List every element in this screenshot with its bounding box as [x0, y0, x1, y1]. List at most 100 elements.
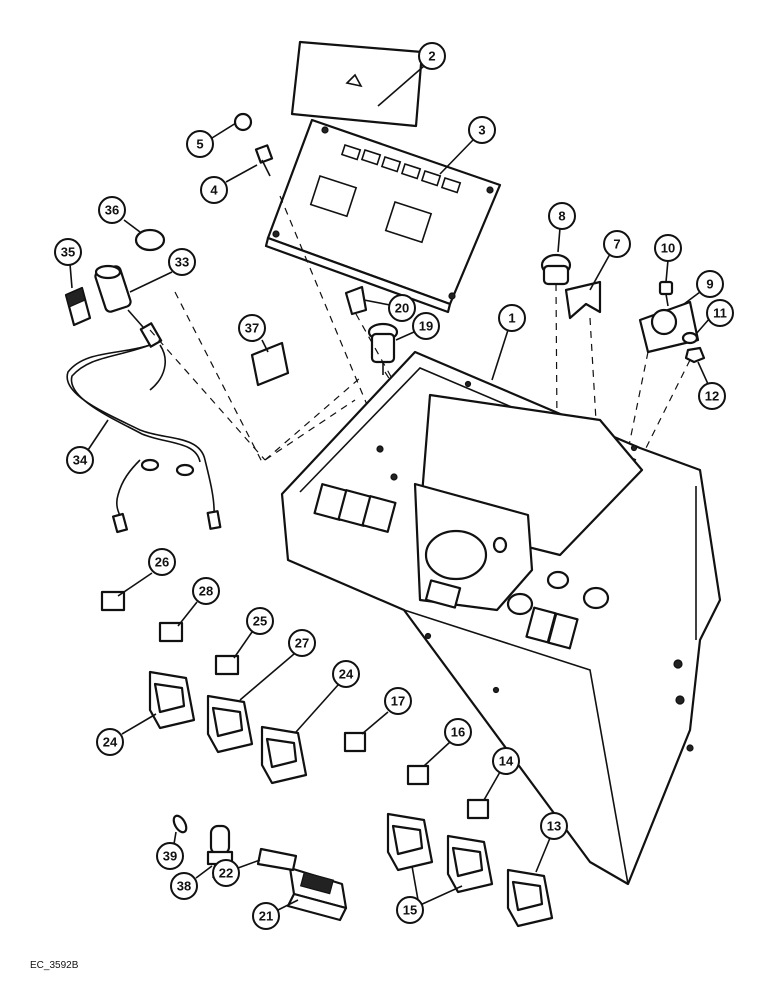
callout-label: 20: [395, 301, 409, 316]
washer-part: [681, 331, 699, 345]
knob-part: [540, 253, 572, 286]
screw-part: [658, 280, 674, 307]
callout: 5: [186, 122, 237, 158]
connector-part: [367, 322, 399, 375]
callout: 8: [548, 202, 576, 253]
callout-label: 10: [661, 241, 675, 256]
callout: 9: [683, 270, 724, 305]
decal-part: [290, 40, 424, 128]
decal-part: [250, 341, 290, 387]
callout: 15: [396, 865, 463, 924]
callout-label: 9: [706, 277, 713, 292]
callout: 26: [117, 548, 176, 597]
callout: 27: [239, 629, 316, 701]
callout: 17: [361, 687, 412, 735]
rocker-switch-part: [260, 725, 308, 785]
callout: 21: [252, 899, 299, 930]
cap-part: [233, 112, 253, 132]
callout-label: 38: [177, 879, 191, 894]
callout: 37: [238, 314, 269, 353]
callout-label: 37: [245, 321, 259, 336]
callout-label: 3: [478, 123, 485, 138]
callout-label: 11: [713, 306, 727, 321]
callout: 36: [98, 196, 141, 233]
callout-label: 39: [163, 849, 177, 864]
gasket-part: [564, 280, 602, 320]
bulb-part: [206, 824, 234, 879]
callout-label: 28: [199, 584, 213, 599]
callout: 4: [200, 164, 258, 204]
callout-label: 21: [259, 909, 273, 924]
callout: 20: [363, 294, 416, 322]
callout: 19: [395, 312, 440, 341]
callout: 2: [377, 42, 446, 107]
callout: 22: [212, 859, 261, 887]
callout: 7: [589, 230, 631, 291]
callout-label: 26: [155, 555, 169, 570]
console-housing-part: [280, 350, 722, 886]
switch-part: [286, 866, 348, 922]
callout-label: 22: [219, 866, 233, 881]
switch-part: [638, 300, 700, 354]
nut-part: [684, 346, 706, 364]
plug-part: [134, 228, 166, 252]
callout-label: 14: [499, 754, 514, 769]
screw-part: [254, 144, 274, 177]
callout: 3: [439, 116, 496, 175]
callout-label: 15: [403, 903, 417, 918]
callout-label: 8: [558, 209, 565, 224]
callout: 14: [483, 747, 520, 801]
callout: 35: [54, 238, 82, 289]
fuse-part: [64, 286, 92, 327]
callout: 34: [66, 419, 109, 474]
lens-part: [172, 814, 188, 834]
callout: 33: [129, 248, 196, 293]
wiring-harness-part: [66, 344, 222, 534]
decal-part: [214, 654, 240, 676]
callout: 39: [156, 831, 184, 870]
callout: 1: [491, 304, 526, 381]
rocker-switch-part: [446, 834, 494, 894]
bracket-part: [344, 285, 368, 316]
callout: 25: [233, 607, 274, 659]
callout-label: 34: [73, 453, 88, 468]
callout-label: 13: [547, 819, 561, 834]
decal-part: [158, 621, 184, 643]
callout: 13: [535, 812, 568, 873]
callout-label: 4: [210, 183, 218, 198]
callout-label: 12: [705, 389, 719, 404]
callout: 11: [695, 299, 734, 335]
callout-label: 25: [253, 614, 267, 629]
callout-label: 35: [61, 245, 75, 260]
decal-part: [256, 847, 298, 872]
callout: 38: [170, 865, 213, 900]
callout-label: 33: [175, 255, 189, 270]
callout-label: 7: [613, 237, 620, 252]
instrument-cluster-part: [264, 118, 502, 314]
callout-label: 36: [105, 203, 119, 218]
rocker-switch-part: [206, 694, 254, 754]
callout: 24: [96, 713, 157, 756]
callout-label: 5: [196, 137, 203, 152]
rocker-switch-part: [506, 868, 554, 928]
callout-label: 27: [295, 636, 309, 651]
callout-label: 16: [451, 725, 465, 740]
callout-label: 24: [339, 667, 354, 682]
callout-label: 19: [419, 319, 433, 334]
rocker-switch-part: [148, 670, 196, 730]
rocker-switch-part: [386, 812, 434, 872]
callout: 12: [697, 361, 726, 410]
callout: 24: [295, 660, 360, 733]
decal-part: [343, 731, 367, 753]
callout-label: 17: [391, 694, 405, 709]
callout: 16: [423, 718, 472, 767]
decal-part: [406, 764, 430, 786]
callout: 28: [177, 577, 220, 627]
drawing-code: EC_3592B: [30, 960, 79, 971]
callout: 10: [654, 234, 682, 283]
callout-label: 24: [103, 735, 118, 750]
decal-part: [466, 798, 490, 820]
callout-label: 1: [508, 311, 515, 326]
lamp-socket-part: [94, 264, 163, 348]
